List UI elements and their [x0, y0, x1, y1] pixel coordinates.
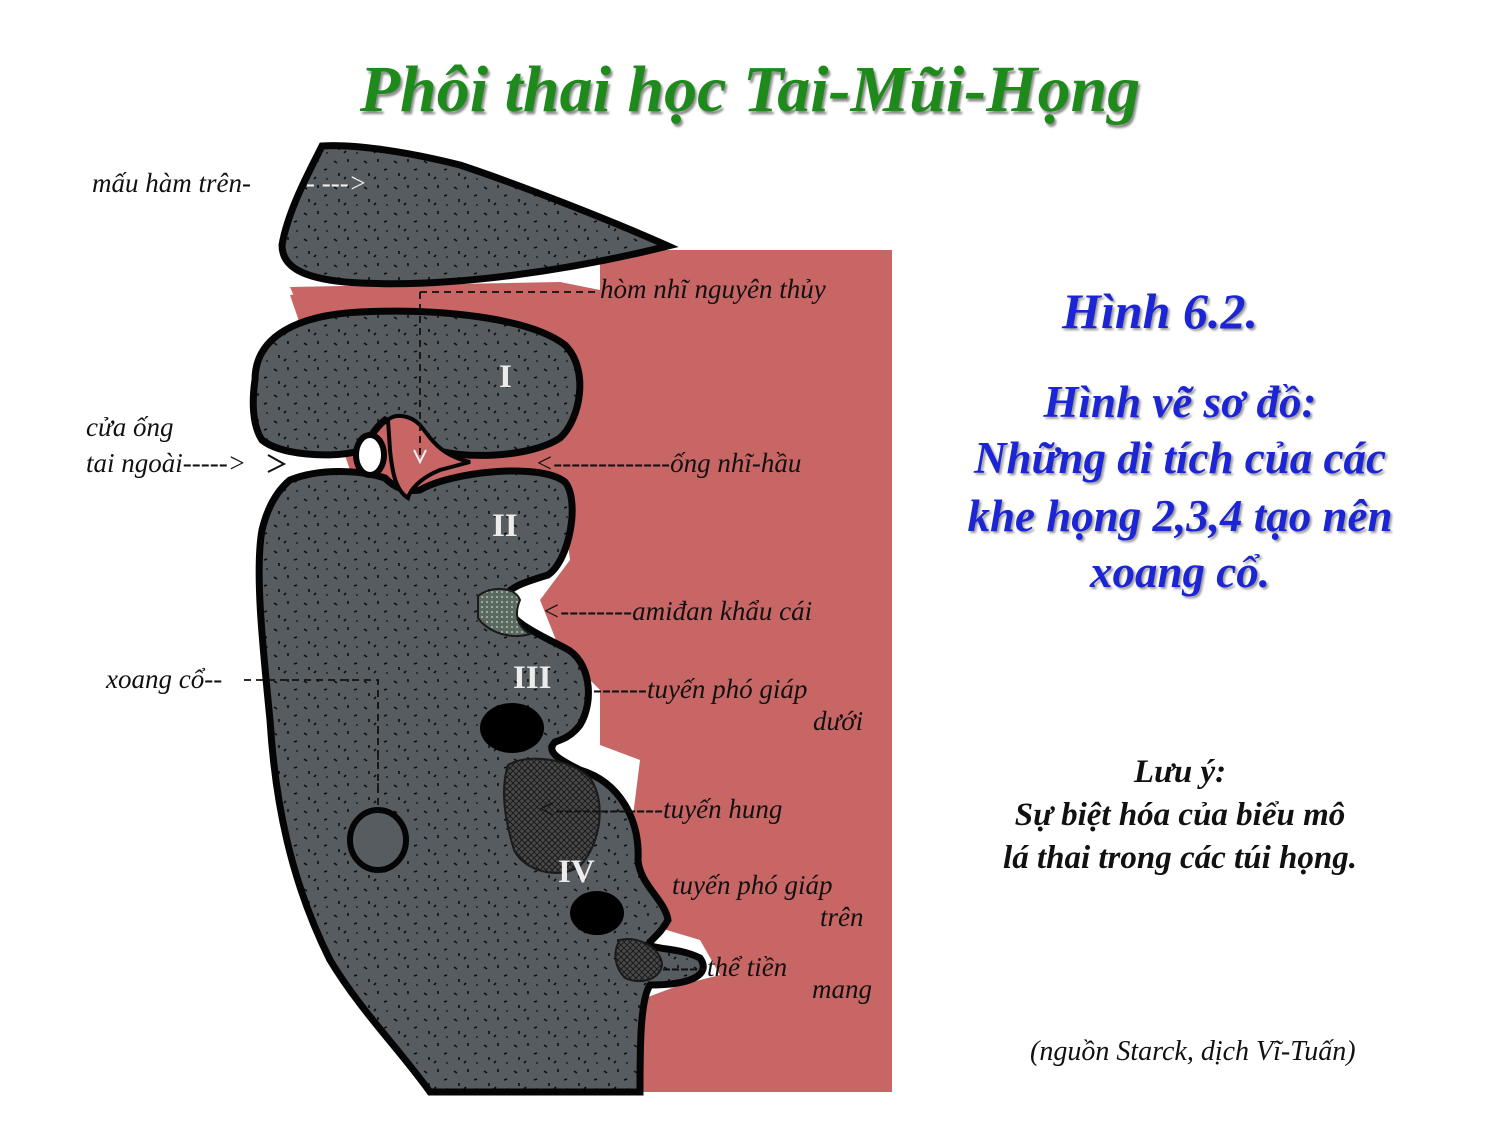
caption-line-1: Hình vẽ sơ đồ: [1043, 377, 1317, 427]
superior-parathyroid [570, 891, 624, 935]
label-maxillary-process: mấu hàm trên- [92, 168, 251, 198]
label-auditory-tube: <-------------ống nhĩ-hầu [535, 448, 801, 478]
note-title: Lưu ý: [1133, 754, 1227, 790]
label-tympanic-cavity: hòm nhĩ nguyên thủy [600, 274, 826, 304]
label-superior-parathyroid-2: trên [820, 902, 864, 932]
label-meatus-line2: tai ngoài-----> [86, 448, 246, 478]
label-palatine-tonsil: <--------amiđan khẩu cái [542, 596, 812, 626]
ultimobranchial-body [614, 938, 664, 983]
tympanic-recess [385, 413, 471, 502]
arch-numeral-1: I [499, 359, 512, 395]
arches-body [255, 467, 707, 1096]
label-inferior-parathyroid-1: ------tuyến phó giáp [593, 674, 807, 704]
meatus-arrowhead [267, 454, 287, 473]
arch-numeral-2: II [492, 508, 518, 544]
label-thymus: <------------tuyến hung [537, 794, 782, 824]
palatine-tonsil [477, 588, 533, 637]
caption-line-2: Những di tích của các [974, 433, 1386, 483]
figure-number: Hình 6.2. [1062, 283, 1258, 339]
inferior-parathyroid [480, 703, 544, 753]
slide-title: Phôi thai học Tai-Mũi-Họng [359, 53, 1141, 126]
caption-line-3: khe họng 2,3,4 tạo nên [967, 491, 1393, 541]
cervical-sinus [347, 807, 409, 873]
label-superior-parathyroid-1: tuyến phó giáp [672, 870, 832, 900]
label-meatus-line1: cửa ống [86, 412, 173, 442]
note-line-2: lá thai trong các túi họng. [1003, 840, 1357, 876]
caption-line-4: xoang cổ. [1090, 547, 1270, 597]
arch-numeral-3: III [513, 660, 552, 696]
arch-numeral-4: IV [558, 854, 595, 890]
label-cervical-sinus: xoang cổ-- [105, 664, 222, 694]
arch-I [249, 307, 584, 459]
note-line-1: Sự biệt hóa của biểu mô [1014, 797, 1346, 833]
external-meatus [353, 432, 387, 478]
pharynx-strip [290, 282, 600, 310]
label-ultimobranchial-2: mang [812, 974, 872, 1004]
maxillary-process [278, 142, 679, 288]
label-ultimobranchial-1: -----thể tiền [662, 952, 787, 982]
tympanic-arrowhead [413, 449, 427, 465]
guide-lines [244, 291, 600, 812]
label-maxillary-arrow: - ---> [306, 168, 367, 198]
thymus [503, 757, 601, 874]
source-credit: (nguồn Starck, dịch Vĩ-Tuấn) [1030, 1036, 1356, 1067]
label-inferior-parathyroid-2: dưới [813, 706, 863, 736]
